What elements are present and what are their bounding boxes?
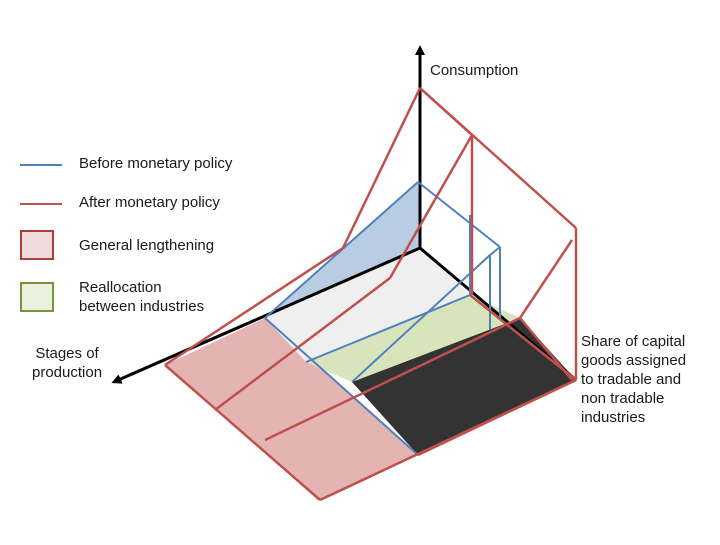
stages-axis-label: Stages of production <box>32 345 103 381</box>
legend-label-lengthening: General lengthening <box>79 237 215 254</box>
legend-item-before: Before monetary policy <box>20 154 280 194</box>
dark-region <box>352 318 576 455</box>
legend-item-after: After monetary policy <box>20 193 280 233</box>
before-policy-swatch <box>20 164 62 166</box>
share-axis-label: Share of capital goods assigned to trada… <box>581 333 687 426</box>
legend-label-before: Before monetary policy <box>79 155 233 172</box>
after-policy-lines <box>164 87 578 502</box>
pink-lengthening-region <box>165 318 418 500</box>
legend-item-reallocation: Reallocation between industries <box>20 278 280 318</box>
legend-label-after: After monetary policy <box>79 194 220 211</box>
after-policy-swatch <box>20 203 62 205</box>
green-reallocation-region <box>306 295 520 382</box>
lengthening-swatch <box>20 230 54 260</box>
legend-item-lengthening: General lengthening <box>20 230 280 270</box>
reallocation-swatch <box>20 282 54 312</box>
consumption-axis-label: Consumption <box>430 62 519 79</box>
legend-label-reallocation: Reallocation between industries <box>79 279 205 315</box>
